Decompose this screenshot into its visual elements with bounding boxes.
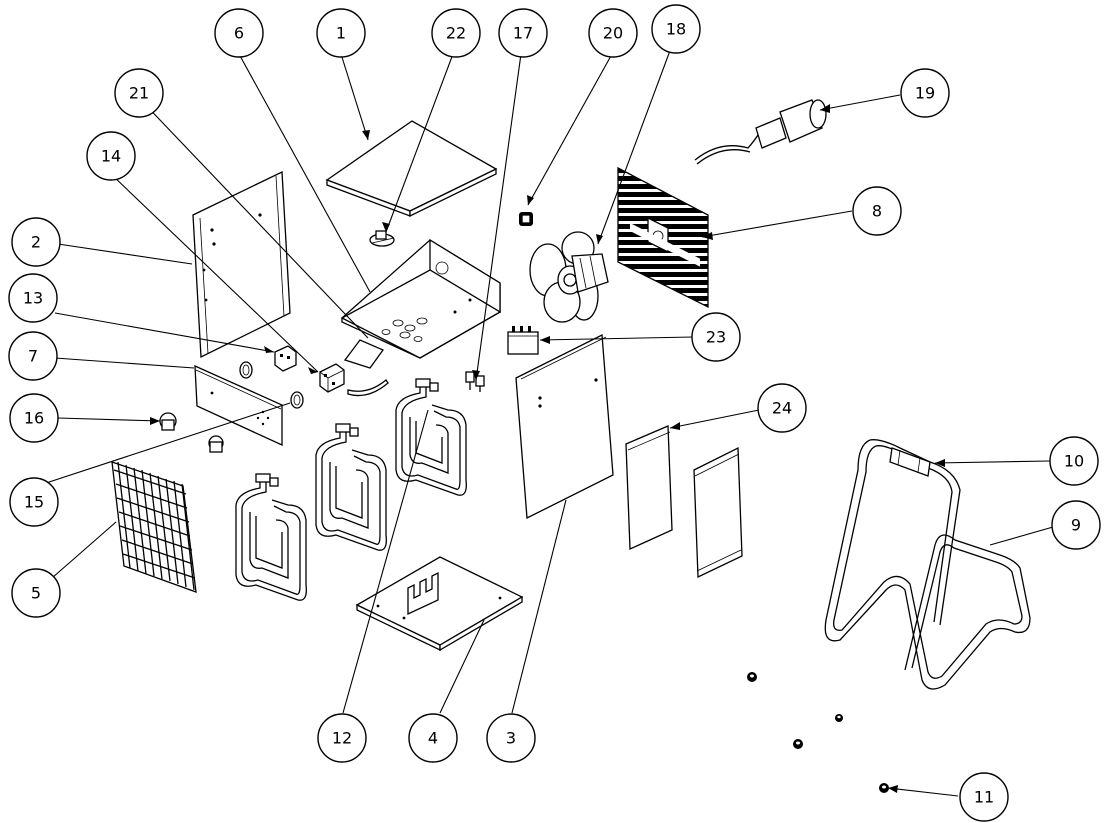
callout-3-label: 3	[506, 729, 516, 748]
callout-22: 22	[431, 8, 481, 58]
callout-19: 19	[900, 68, 950, 118]
callout-12-label: 12	[332, 729, 352, 748]
callout-8-label: 8	[872, 202, 882, 221]
part-heating-element-1	[235, 473, 307, 601]
callout-12: 12	[317, 713, 367, 763]
callout-1: 1	[316, 8, 366, 58]
callout-15-label: 15	[24, 493, 44, 512]
callout-23: 23	[691, 312, 741, 362]
part-power-cord	[694, 99, 827, 165]
callout-4-label: 4	[428, 729, 438, 748]
callout-6-label: 6	[234, 24, 244, 43]
callout-9-label: 9	[1071, 516, 1081, 535]
callout-22-label: 22	[446, 24, 466, 43]
part-capacitor	[507, 326, 539, 355]
callout-21: 21	[114, 68, 164, 118]
callout-7-label: 7	[28, 347, 38, 366]
callout-10-label: 10	[1064, 452, 1084, 471]
callout-14: 14	[86, 131, 136, 181]
part-heating-element-2	[315, 423, 387, 551]
callout-4: 4	[408, 713, 458, 763]
callout-16-label: 16	[24, 409, 44, 428]
leader-arrowheads	[150, 104, 945, 793]
part-rear-grille	[617, 166, 709, 309]
callout-18: 18	[651, 4, 701, 54]
callout-24: 24	[757, 383, 807, 433]
part-feet	[747, 672, 889, 793]
callout-6: 6	[214, 8, 264, 58]
callout-14-label: 14	[101, 147, 121, 166]
callout-2: 2	[11, 217, 61, 267]
callout-24-label: 24	[772, 399, 792, 418]
callout-17-label: 17	[513, 24, 533, 43]
callout-13: 13	[8, 273, 58, 323]
callout-15: 15	[9, 477, 59, 527]
callout-11-label: 11	[974, 788, 994, 807]
callout-16: 16	[9, 393, 59, 443]
callout-1-label: 1	[336, 24, 346, 43]
part-knob	[159, 412, 224, 453]
part-grommets	[239, 361, 304, 409]
part-top-cover	[325, 120, 498, 218]
callout-3: 3	[486, 713, 536, 763]
callout-23-label: 23	[706, 328, 726, 347]
leader-lines	[39, 47, 1054, 797]
callout-21-label: 21	[129, 84, 149, 103]
part-stand-frame	[824, 439, 1031, 690]
part-insulation-panels	[625, 425, 743, 579]
callout-17: 17	[498, 8, 548, 58]
part-fan	[529, 231, 609, 323]
callout-13-label: 13	[23, 289, 43, 308]
callout-18-label: 18	[666, 20, 686, 39]
part-fan-clip	[519, 212, 533, 226]
part-relay	[319, 363, 345, 393]
part-thermostat	[369, 230, 395, 247]
callout-20: 20	[588, 8, 638, 58]
callout-20-label: 20	[603, 24, 623, 43]
callout-10: 10	[1049, 436, 1099, 486]
part-front-guard	[111, 461, 197, 593]
part-bracket	[343, 339, 389, 397]
callout-11: 11	[959, 772, 1009, 822]
callout-19-label: 19	[915, 84, 935, 103]
part-side-panel-right	[515, 333, 614, 520]
callout-9: 9	[1051, 500, 1101, 550]
callout-2-label: 2	[31, 233, 41, 252]
part-heating-element-3	[395, 378, 467, 496]
callout-5-label: 5	[31, 584, 41, 603]
part-terminal	[465, 371, 485, 392]
part-chassis	[340, 238, 502, 359]
part-control-panel	[194, 364, 283, 447]
part-switch	[274, 345, 297, 372]
callout-7: 7	[8, 331, 58, 381]
callout-8: 8	[852, 186, 902, 236]
part-base-plate	[355, 556, 524, 652]
part-side-panel-left	[192, 170, 291, 359]
callout-5: 5	[11, 568, 61, 618]
